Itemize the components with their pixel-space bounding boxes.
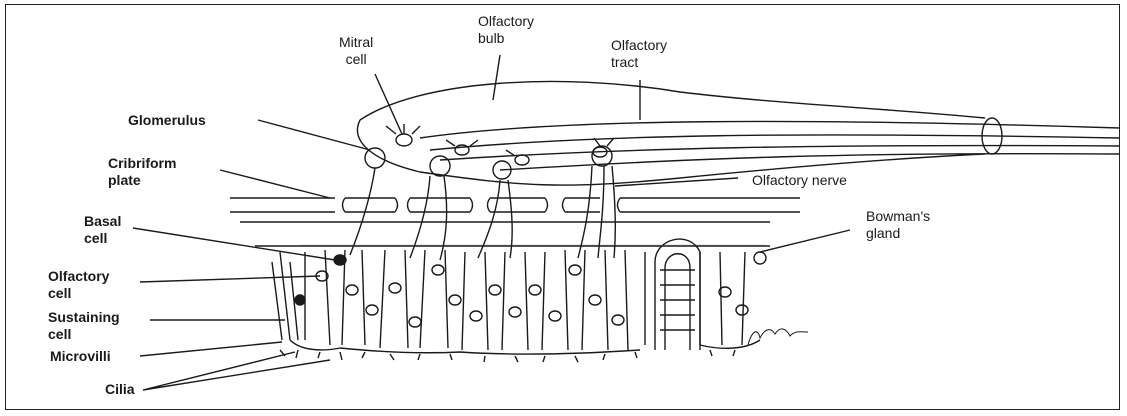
leader-microvilli — [140, 342, 282, 356]
label-sustaining-cell: Sustaining cell — [48, 309, 120, 343]
label-basal-cell: Basal cell — [84, 213, 121, 247]
bowmans-gland — [655, 239, 700, 350]
olfactory-tract-fibers — [420, 121, 1120, 170]
leader-mitral — [375, 74, 402, 134]
label-bowmans-gland: Bowman's gland — [866, 208, 930, 242]
label-cribriform-plate: Cribriform plate — [108, 155, 176, 189]
mitral-cell-body — [396, 134, 412, 146]
label-cilia: Cilia — [105, 381, 135, 398]
cribriform-plate — [230, 198, 800, 212]
label-mitral-cell: Mitral cell — [339, 34, 373, 68]
label-glomerulus: Glomerulus — [128, 112, 206, 129]
olfactory-bulb-outline — [358, 81, 986, 185]
label-olfactory-bulb: Olfactory bulb — [478, 13, 534, 47]
leader-bowman — [760, 230, 850, 252]
leader-bulb — [493, 55, 500, 100]
label-olfactory-nerve: Olfactory nerve — [752, 172, 847, 189]
leader-cribriform — [220, 170, 330, 198]
leader-cilia — [143, 352, 330, 390]
label-olfactory-cell: Olfactory cell — [48, 268, 109, 302]
leader-basal — [133, 228, 335, 260]
leader-glomerulus — [258, 120, 370, 150]
leader-olfactory-cell — [140, 276, 320, 282]
olfactory-epithelium — [280, 250, 766, 362]
label-olfactory-tract: Olfactory tract — [611, 37, 667, 71]
label-microvilli: Microvilli — [50, 348, 111, 365]
